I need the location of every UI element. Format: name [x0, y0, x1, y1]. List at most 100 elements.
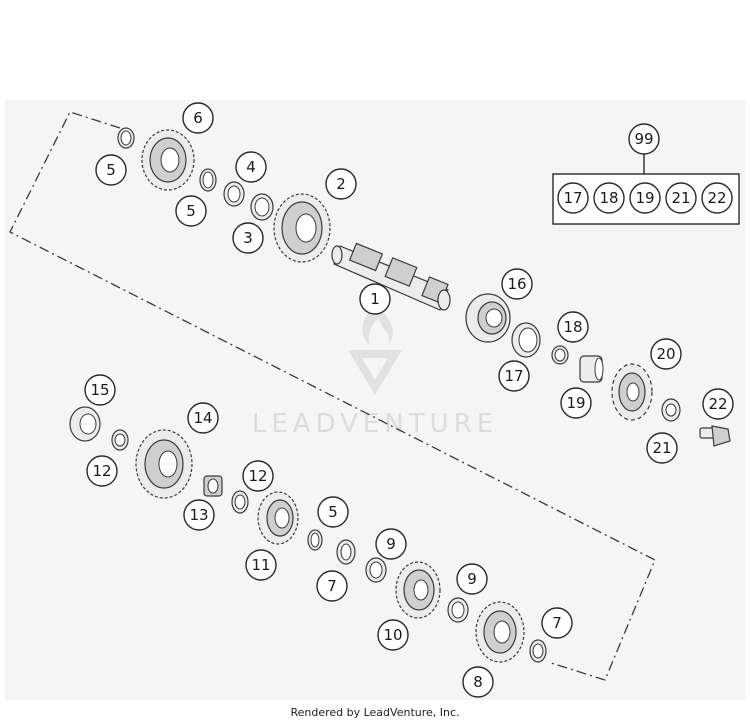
part-spacer-19: [579, 355, 604, 383]
callout-label: 7: [552, 614, 562, 632]
kit-item-label: 19: [635, 189, 654, 207]
callout[interactable]: 1: [359, 283, 391, 315]
part-bushing-3: [250, 193, 274, 221]
part-o-ring-18: [551, 345, 569, 365]
callout[interactable]: 5: [95, 154, 127, 186]
callout-label: 14: [193, 409, 212, 427]
kit-callout[interactable]: 99: [628, 123, 660, 155]
callout[interactable]: 5: [175, 195, 207, 227]
callout[interactable]: 17: [498, 360, 530, 392]
part-bushing-9-lower: [447, 597, 469, 623]
callout-label: 4: [246, 158, 256, 176]
part-bolt-22: [699, 425, 731, 447]
kit-item-circle: [665, 182, 697, 214]
callout[interactable]: 14: [187, 402, 219, 434]
callout-label: 5: [186, 202, 196, 220]
callout-label: 10: [383, 626, 402, 644]
part-washer-12-left: [111, 429, 129, 451]
kit-item-circle: [593, 182, 625, 214]
part-gear-6: [141, 129, 195, 191]
callout-label: 13: [189, 506, 208, 524]
callout-label: 5: [106, 161, 116, 179]
part-snap-ring-5-lower: [307, 529, 323, 551]
callout-label: 12: [248, 467, 267, 485]
kit-items: 17 18 19 21 22: [557, 182, 733, 214]
callout[interactable]: 7: [316, 570, 348, 602]
kit-item[interactable]: 22: [701, 182, 733, 214]
watermark-chevron-icon: [348, 350, 402, 395]
callout[interactable]: 15: [84, 374, 116, 406]
callout[interactable]: 10: [377, 619, 409, 651]
callout[interactable]: 8: [462, 666, 494, 698]
kit-item-circle: [629, 182, 661, 214]
kit-item[interactable]: 21: [665, 182, 697, 214]
kit-item-label: 18: [599, 189, 618, 207]
callout-label: 12: [92, 462, 111, 480]
callout[interactable]: 7: [541, 607, 573, 639]
callout[interactable]: 5: [317, 496, 349, 528]
part-gear-10: [395, 561, 441, 619]
callout-label: 9: [467, 570, 477, 588]
part-gear-11: [257, 491, 299, 545]
part-gear-2: [273, 193, 331, 263]
part-washer-7-upper: [336, 539, 356, 565]
part-washer-4: [223, 181, 245, 207]
callout-label: 17: [504, 367, 523, 385]
callout[interactable]: 6: [182, 102, 214, 134]
kit-item[interactable]: 18: [593, 182, 625, 214]
callout-label: 6: [193, 109, 203, 127]
callout[interactable]: 16: [501, 268, 533, 300]
footer-credit: Rendered by LeadVenture, Inc.: [290, 706, 460, 719]
part-seal-ring-17: [511, 322, 541, 358]
kit-item-label: 17: [563, 189, 582, 207]
callout[interactable]: 9: [375, 528, 407, 560]
part-washer-7-lower: [529, 639, 547, 663]
watermark-text: LEADVENTURE: [252, 409, 498, 439]
callout[interactable]: 21: [646, 432, 678, 464]
callout[interactable]: 12: [242, 460, 274, 492]
kit-item-label: 22: [707, 189, 726, 207]
kit-item-circle: [557, 182, 589, 214]
callout[interactable]: 9: [456, 563, 488, 595]
callout-label: 8: [473, 673, 483, 691]
part-bushing-9-upper: [365, 557, 387, 583]
callout-label: 2: [336, 175, 346, 193]
kit-item-label: 21: [671, 189, 690, 207]
callout[interactable]: 4: [235, 151, 267, 183]
part-needle-bearing-13: [203, 475, 223, 497]
kit-item[interactable]: 19: [629, 182, 661, 214]
callout[interactable]: 11: [245, 549, 277, 581]
part-sprocket-20: [611, 363, 653, 421]
kit-99-group: 17 18 19 21 22 99: [552, 123, 740, 225]
part-snap-ring-5: [199, 168, 217, 192]
part-callouts: 6 5 5 4 3 2 1 16 18 17 20 19 22 21 15 12…: [84, 102, 734, 698]
callout[interactable]: 3: [232, 222, 264, 254]
part-bearing-15: [69, 406, 101, 442]
part-snap-ring-5-top: [117, 127, 135, 149]
callout-label: 5: [328, 503, 338, 521]
kit-callout-label: 99: [634, 130, 653, 148]
watermark-flame-icon: [362, 305, 393, 345]
callout[interactable]: 12: [86, 455, 118, 487]
callout[interactable]: 13: [183, 499, 215, 531]
callout[interactable]: 22: [702, 388, 734, 420]
upper-shaft-outline: [9, 111, 656, 681]
callout[interactable]: 2: [325, 168, 357, 200]
kit-item-circle: [701, 182, 733, 214]
callout[interactable]: 20: [650, 338, 682, 370]
callout-label: 16: [507, 275, 526, 293]
callout-label: 11: [251, 556, 270, 574]
callout-label: 9: [386, 535, 396, 553]
part-washer-12-right: [231, 490, 249, 514]
part-gear-14: [135, 429, 193, 499]
callout-label: 19: [566, 394, 585, 412]
callout-label: 21: [652, 439, 671, 457]
part-bearing-16: [465, 293, 511, 343]
callout[interactable]: 19: [560, 387, 592, 419]
callout[interactable]: 18: [557, 311, 589, 343]
part-main-shaft-1: [331, 242, 451, 311]
part-gear-8: [475, 601, 525, 663]
callout-label: 20: [656, 345, 675, 363]
kit-item[interactable]: 17: [557, 182, 589, 214]
